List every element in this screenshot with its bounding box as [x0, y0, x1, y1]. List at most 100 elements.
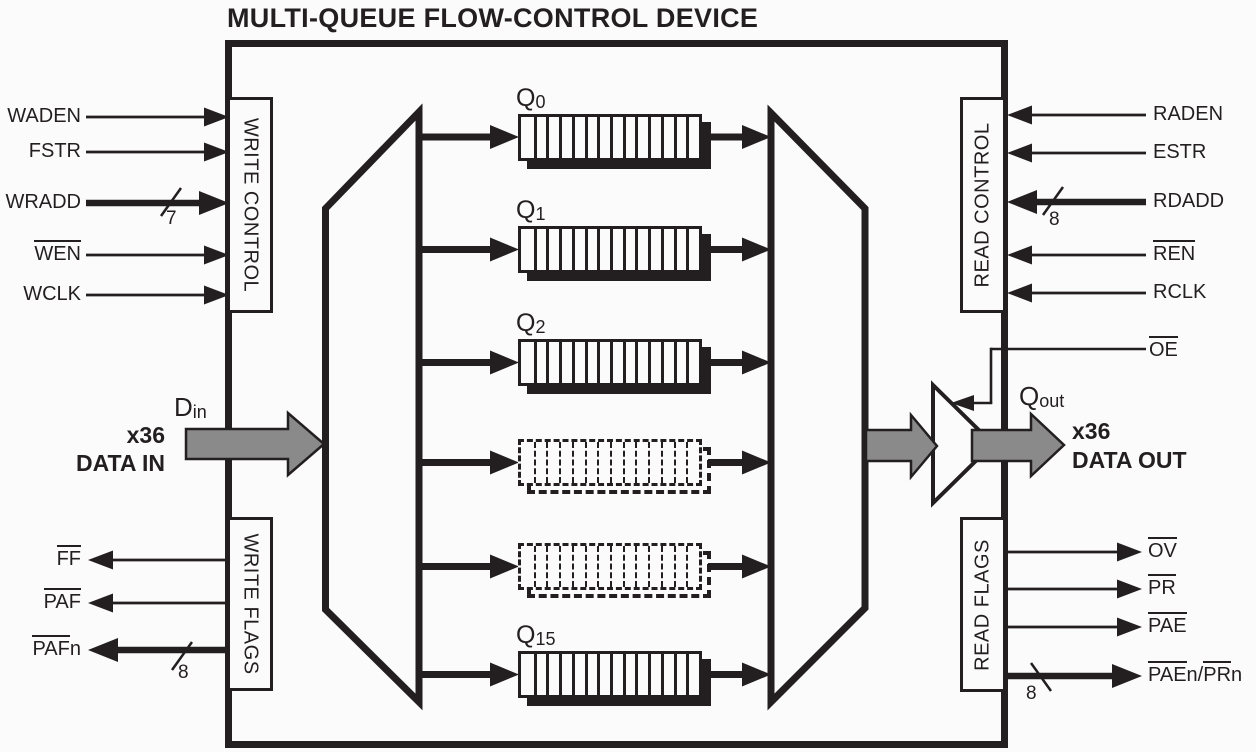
queue-cell-divider: [673, 654, 677, 695]
read-inputs-rdadd-bus-width: 8: [1049, 209, 1060, 230]
queue-0-fifo: [518, 113, 702, 161]
queue-label-base: Q: [516, 621, 536, 649]
queue-cell-divider: [635, 342, 639, 383]
queue-cell-divider: [648, 442, 651, 483]
queue-cell-divider: [610, 442, 612, 483]
queue-cell-divider: [597, 654, 601, 695]
queue-label-base: Q: [516, 83, 536, 112]
data-in-port-base: D: [174, 392, 193, 422]
queue-1-out-arrowhead: [742, 237, 771, 262]
write-flags-pafn-arrowhead: [88, 638, 118, 662]
read-flags-ov-arrowhead: [1117, 542, 1142, 562]
queue-5-label: Q15: [516, 621, 556, 649]
queue-5-out-arrowhead: [742, 662, 771, 687]
queue-cell-divider: [622, 546, 625, 587]
queue-cell-divider: [635, 229, 639, 270]
queue-cell-divider: [597, 116, 601, 158]
write-control-block: WRITE CONTROL: [227, 97, 273, 313]
queue-cell-divider: [571, 116, 575, 158]
data-in-width-label: x36: [126, 422, 165, 448]
queue-0-out-arrowhead: [742, 125, 771, 149]
write-flags-pafn-bus-width: 8: [178, 662, 189, 683]
queue-cell-divider: [533, 116, 537, 158]
queue-cell-divider: [610, 229, 613, 270]
write-inputs-fstr-arrowhead: [204, 142, 229, 162]
queue-cell-divider: [584, 442, 587, 483]
queue-cell-divider: [571, 229, 575, 270]
queue-4-fifo: [518, 543, 702, 590]
queue-cell-divider: [686, 442, 689, 483]
demux-trapezoid: [322, 103, 423, 711]
data-out-label: DATA OUT: [1072, 447, 1187, 473]
device-outline: [225, 40, 1008, 748]
read-flags-paenprn-arrowhead: [1112, 664, 1142, 688]
queue-cell-divider: [635, 116, 639, 158]
queue-cell-divider: [660, 229, 664, 270]
queue-cell-divider: [533, 654, 537, 695]
queue-cell-divider: [635, 442, 638, 483]
queue-1-fifo: [518, 226, 702, 273]
queue-cell-divider: [571, 654, 575, 695]
queue-cell-divider: [648, 546, 651, 587]
queue-cell-divider: [660, 116, 664, 158]
signal-label-read-inputs-rclk: RCLK: [1153, 278, 1206, 304]
queue-cell-divider: [622, 116, 626, 158]
signal-text-segment: n: [1231, 664, 1243, 686]
queue-cell-divider: [559, 654, 563, 695]
signal-text-segment: RDADD: [1153, 190, 1225, 212]
signal-text-segment: REN: [1153, 240, 1196, 266]
queue-3-in-arrowhead: [490, 450, 519, 475]
queue-cell-divider: [673, 546, 676, 587]
signal-text-segment: PAF: [43, 588, 81, 614]
queue-cell-divider: [571, 546, 574, 587]
queue-cell-divider: [686, 654, 690, 695]
queue-cell-divider: [559, 442, 562, 483]
data-in-arrow: [184, 410, 326, 478]
queue-3-out-arrowhead: [742, 450, 771, 475]
write-flags-paf-arrowhead: [88, 593, 113, 613]
data-mid-arrow: [864, 411, 939, 481]
data-out-port-label: Qout: [1019, 383, 1064, 410]
oe-arrowhead: [951, 395, 974, 411]
signal-text-segment: WADEN: [7, 105, 81, 127]
data-out-port-base: Q: [1019, 381, 1040, 411]
signal-text-segment: n/: [1186, 664, 1204, 686]
queue-cell-divider: [648, 342, 652, 383]
read-inputs-rdadd-arrowhead: [1007, 190, 1037, 214]
write-inputs-wen-arrowhead: [204, 245, 229, 265]
oe-text: OE: [1149, 336, 1178, 362]
queue-cell-divider: [533, 342, 537, 383]
read-control-block: READ CONTROL: [960, 97, 1006, 313]
read-inputs-ren-arrowhead: [1007, 245, 1032, 265]
queue-cell-divider: [686, 546, 689, 587]
queue-label-index: 0: [535, 91, 546, 112]
signal-label-read-inputs-rdadd: RDADD: [1153, 187, 1224, 213]
signal-label-oe: OE: [1149, 336, 1178, 362]
signal-text-segment: PAF: [32, 635, 70, 661]
queue-cell-divider: [584, 654, 588, 695]
signal-label-read-flags-pae: PAE: [1148, 612, 1187, 638]
queue-label-index: 15: [535, 629, 556, 649]
signal-text-segment: PAE: [1148, 661, 1187, 687]
queue-cell-divider: [584, 342, 588, 383]
queue-cell-divider: [546, 229, 550, 270]
read-flags-block: READ FLAGS: [960, 517, 1006, 692]
queue-cell-divider: [610, 342, 613, 383]
write-flags-pafn-bus-slash: [170, 641, 194, 671]
queue-label-base: Q: [516, 309, 536, 337]
read-flags-paenprn-bus-width: 8: [1026, 683, 1037, 704]
read-inputs-rclk-arrowhead: [1007, 283, 1032, 303]
queue-cell-divider: [622, 342, 626, 383]
signal-text-segment: n: [69, 638, 81, 660]
queue-cell-divider: [673, 229, 677, 270]
signal-text-segment: ESTR: [1153, 141, 1207, 163]
queue-2-label: Q2: [516, 309, 545, 337]
queue-cell-divider: [546, 654, 550, 695]
queue-cell-divider: [533, 546, 536, 587]
queue-cell-divider: [533, 229, 537, 270]
queue-5-fifo: [518, 651, 702, 698]
signal-label-read-inputs-raden: RADEN: [1153, 100, 1223, 126]
queue-2-out-arrowhead: [742, 350, 771, 375]
queue-cell-divider: [546, 442, 549, 483]
